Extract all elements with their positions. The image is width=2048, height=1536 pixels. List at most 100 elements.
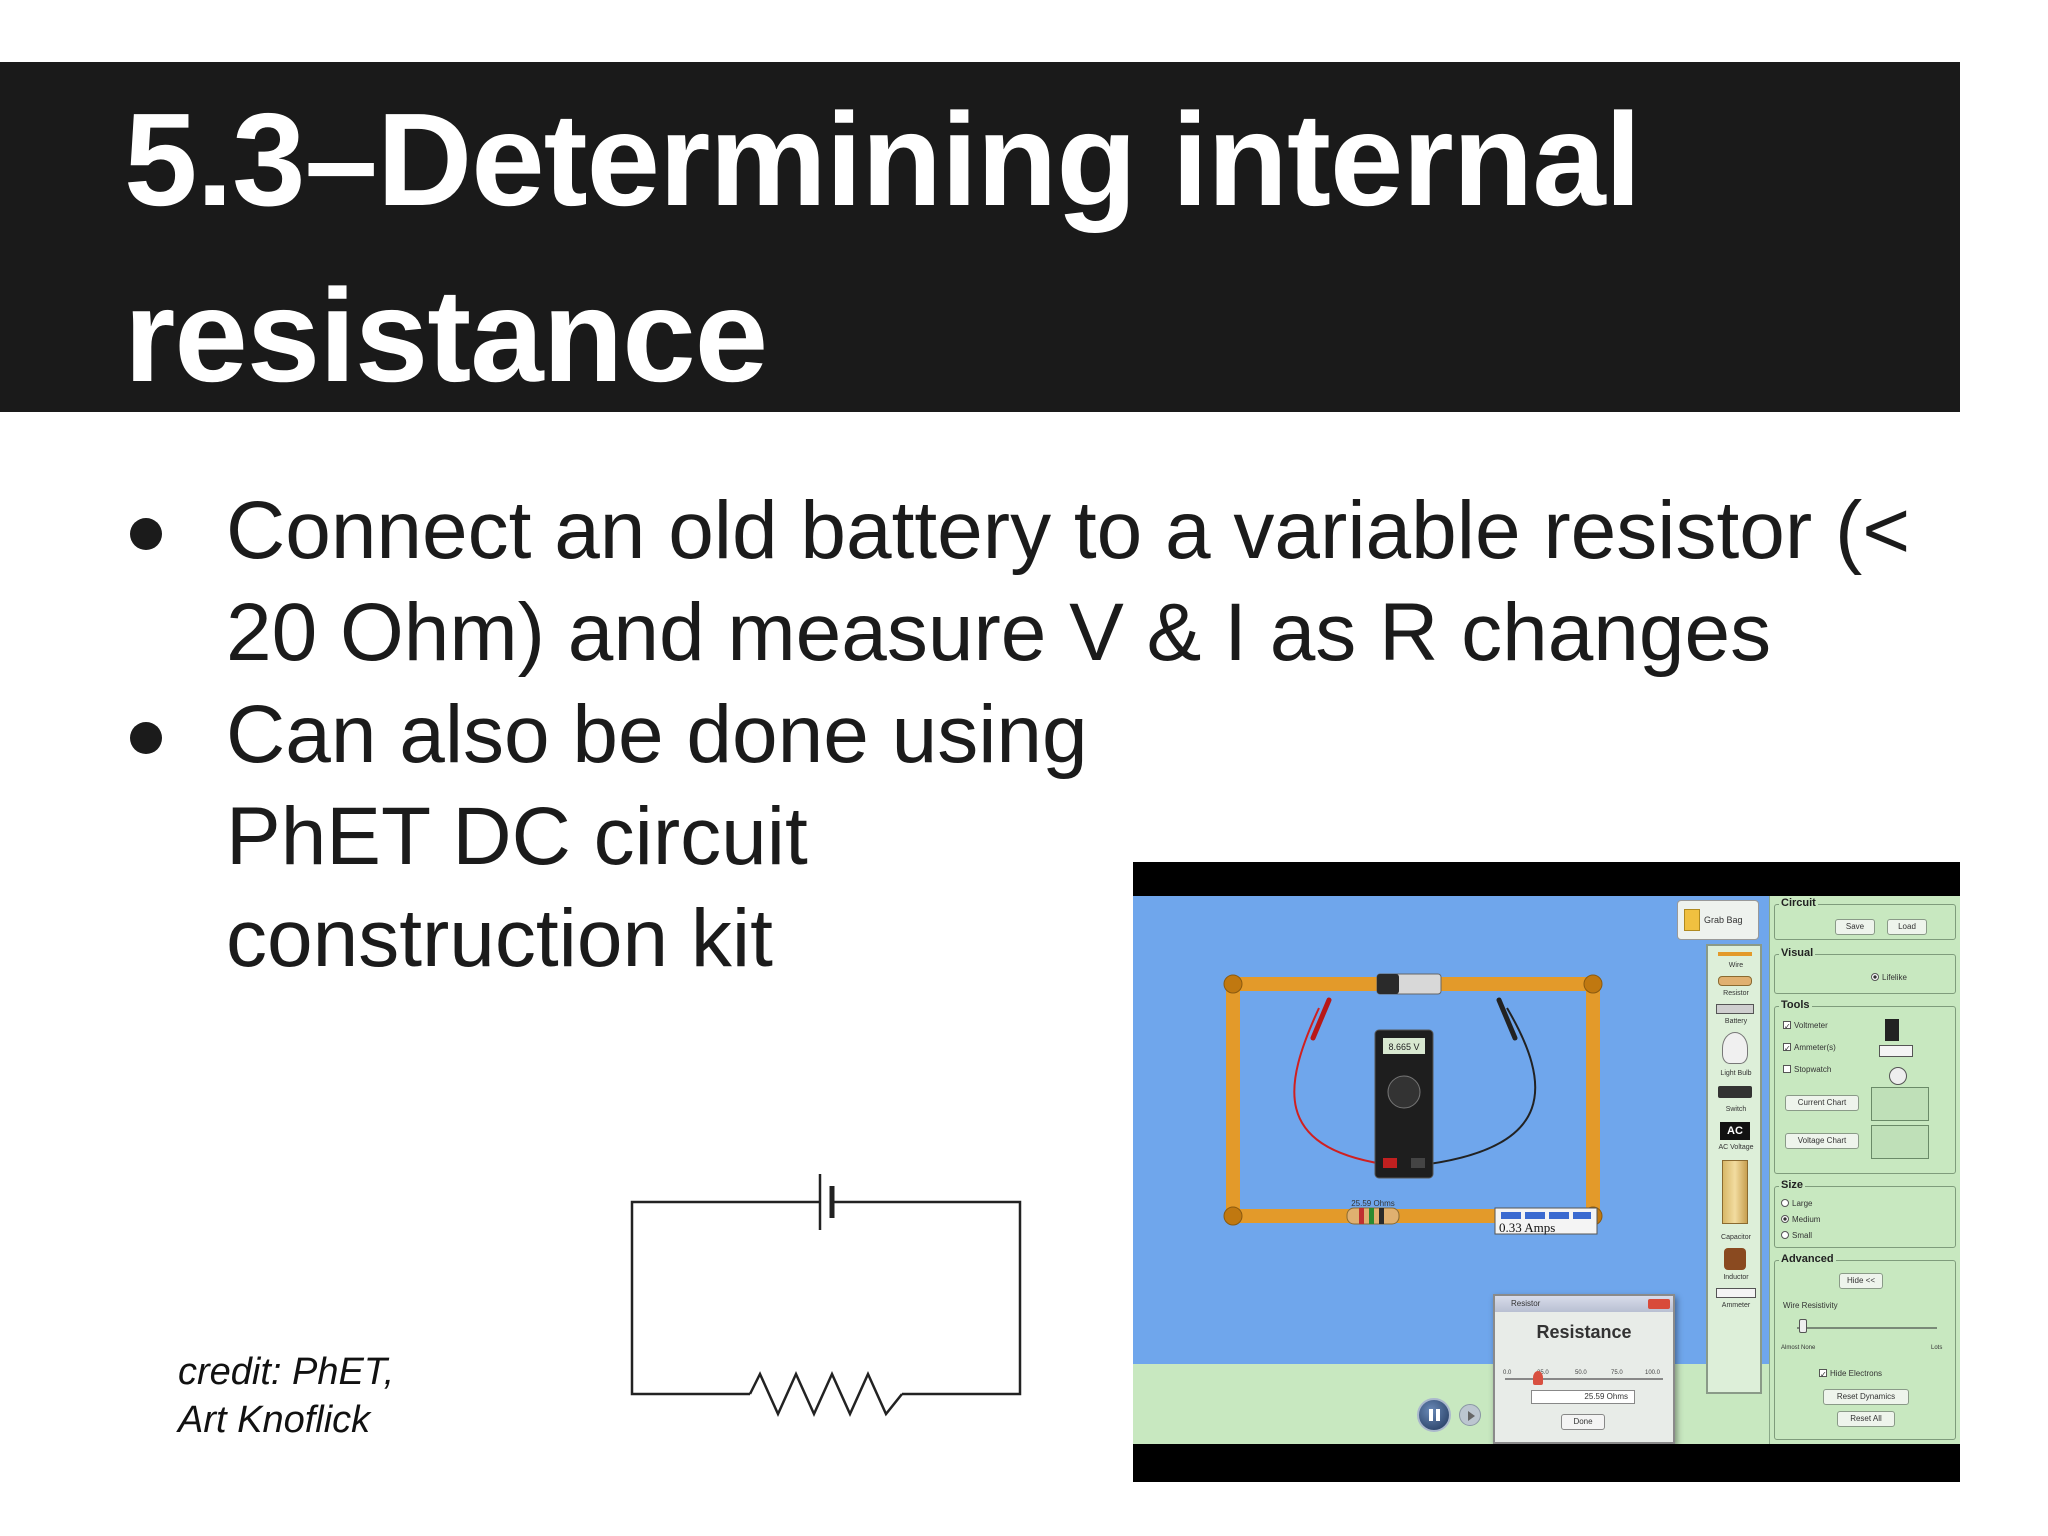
switch-icon[interactable] xyxy=(1718,1086,1752,1098)
lifelike-label: Lifelike xyxy=(1882,973,1907,982)
stopwatch-icon xyxy=(1889,1067,1907,1085)
lots-label: Lots xyxy=(1931,1345,1943,1351)
black-probe-lead xyxy=(1428,1007,1537,1165)
dialog-heading: Resistance xyxy=(1536,1322,1632,1342)
resistor-dialog: Resistor Resistance 0.0 25.0 50.0 75.0 1… xyxy=(1493,1294,1675,1444)
voltmeter-reading: 8.665 V xyxy=(1388,1042,1419,1052)
light-bulb-icon[interactable] xyxy=(1722,1032,1748,1064)
credit-note: credit: PhET, Art Knoflick xyxy=(178,1348,394,1444)
toolbox-label: Capacitor xyxy=(1721,1234,1751,1241)
resistance-slider[interactable] xyxy=(1505,1378,1663,1380)
group-title: Advanced xyxy=(1779,1253,1836,1265)
inductor-icon[interactable] xyxy=(1724,1248,1746,1270)
component-toolbox: Wire Resistor Battery Light Bulb Switch … xyxy=(1706,944,1762,1394)
size-large-label: Large xyxy=(1792,1199,1813,1208)
bullet-item: Can also be done using PhET DC circuit c… xyxy=(120,684,1130,990)
toolbox-label: Switch xyxy=(1725,1106,1747,1113)
scale-label: 50.0 xyxy=(1575,1370,1587,1376)
voltmeter-label: Voltmeter xyxy=(1794,1021,1828,1030)
advanced-group: Advanced Hide << Wire Resistivity Almost… xyxy=(1774,1253,1956,1440)
pause-button[interactable] xyxy=(1417,1398,1451,1432)
grab-bag-label: Grab Bag xyxy=(1704,915,1743,925)
title-bar xyxy=(0,62,1960,412)
bullet-text: Can also be done using PhET DC circuit c… xyxy=(226,689,1088,984)
scale-label: 0.0 xyxy=(1503,1370,1512,1376)
toolbox-label: Light Bulb xyxy=(1720,1070,1752,1077)
stopwatch-checkbox[interactable]: Stopwatch xyxy=(1783,1065,1831,1074)
voltmeter-device xyxy=(1374,1029,1434,1179)
bullet-text: Connect an old battery to a variable res… xyxy=(226,485,1911,678)
wire-icon[interactable] xyxy=(1718,952,1752,956)
wire-resistivity-label: Wire Resistivity xyxy=(1783,1301,1838,1310)
ammeter-device xyxy=(1494,1207,1598,1235)
voltmeter-mini-icon xyxy=(1885,1019,1899,1041)
hide-electrons-checkbox[interactable]: ✓Hide Electrons xyxy=(1819,1369,1883,1379)
battery-icon[interactable] xyxy=(1716,1004,1754,1014)
load-button[interactable]: Load xyxy=(1887,919,1927,935)
lifelike-radio[interactable]: Lifelike xyxy=(1871,973,1907,982)
grab-bag-button[interactable]: Grab Bag xyxy=(1677,900,1759,940)
group-title: Tools xyxy=(1779,999,1812,1011)
scale-label: 25.0 xyxy=(1537,1370,1549,1376)
size-small-radio[interactable]: Small xyxy=(1781,1231,1812,1240)
reset-all-button[interactable]: Reset All xyxy=(1837,1411,1895,1427)
scale-label: 100.0 xyxy=(1645,1370,1661,1376)
save-button[interactable]: Save xyxy=(1835,919,1875,935)
resistance-slider-knob[interactable] xyxy=(1533,1371,1543,1385)
toolbox-label: Inductor xyxy=(1723,1274,1749,1281)
slide-title: 5.3–Determining internal resistance xyxy=(124,86,1641,409)
ammeter-checkbox[interactable]: ✓Ammeter(s) xyxy=(1783,1043,1836,1053)
circuit-schematic xyxy=(630,1174,1022,1418)
resistor-label: 25.59 Ohms xyxy=(1351,1199,1395,1208)
resistor-icon[interactable] xyxy=(1718,976,1752,986)
size-medium-radio[interactable]: Medium xyxy=(1781,1215,1820,1224)
capacitor-icon[interactable] xyxy=(1722,1160,1748,1224)
voltage-chart-button[interactable]: Voltage Chart xyxy=(1785,1133,1859,1149)
scale-label: 75.0 xyxy=(1611,1370,1623,1376)
toolbox-label: Wire xyxy=(1728,962,1744,969)
schematic-wire xyxy=(832,1200,1022,1396)
resistance-unit: Ohms xyxy=(1606,1392,1628,1401)
credit-line: Art Knoflick xyxy=(178,1399,371,1441)
visual-group: Visual Lifelike xyxy=(1774,947,1956,994)
step-button[interactable] xyxy=(1459,1404,1481,1426)
toolbox-label: Ammeter xyxy=(1721,1302,1751,1309)
voltage-chart-icon xyxy=(1871,1125,1929,1159)
bullet-item: Connect an old battery to a variable res… xyxy=(120,480,1950,684)
hide-advanced-button[interactable]: Hide << xyxy=(1839,1273,1883,1289)
group-title: Size xyxy=(1779,1179,1806,1191)
red-probe-lead xyxy=(1293,1007,1384,1165)
size-large-radio[interactable]: Large xyxy=(1781,1199,1812,1208)
hide-electrons-label: Hide Electrons xyxy=(1830,1369,1883,1378)
close-icon[interactable] xyxy=(1648,1299,1670,1309)
toolbox-label: AC Voltage xyxy=(1718,1144,1754,1151)
reset-dynamics-button[interactable]: Reset Dynamics xyxy=(1823,1389,1909,1405)
credit-line: credit: PhET, xyxy=(178,1351,395,1393)
circuit-group: Circuit Save Load xyxy=(1774,897,1956,940)
resistor-component xyxy=(1346,1207,1400,1225)
resistance-value: 25.59 xyxy=(1584,1392,1605,1401)
bullet-dot-icon xyxy=(130,518,162,550)
wire-resistivity-slider[interactable] xyxy=(1797,1327,1937,1329)
bullet-dot-icon xyxy=(130,722,162,754)
battery-component xyxy=(1376,973,1442,995)
resistor-zigzag xyxy=(748,1370,903,1418)
phet-simulation-screenshot: 8.665 V 25.59 Ohms 0.33 Amps Grab Ba xyxy=(1133,862,1960,1482)
tools-group: Tools ✓Voltmeter ✓Ammeter(s) Stopwatch C… xyxy=(1774,999,1956,1174)
almost-none-label: Almost None xyxy=(1781,1345,1816,1351)
done-button[interactable]: Done xyxy=(1561,1414,1605,1430)
current-chart-button[interactable]: Current Chart xyxy=(1785,1095,1859,1111)
resistance-value-field[interactable]: 25.59 Ohms xyxy=(1531,1390,1635,1404)
ac-voltage-icon[interactable]: AC xyxy=(1720,1122,1750,1140)
ammeter-icon[interactable] xyxy=(1716,1288,1756,1298)
dialog-title-bar[interactable]: Resistor xyxy=(1495,1296,1673,1312)
size-medium-label: Medium xyxy=(1792,1215,1821,1224)
group-title: Circuit xyxy=(1779,897,1818,909)
control-panel: Circuit Save Load Visual Lifelike Tools … xyxy=(1769,896,1960,1444)
voltmeter-checkbox[interactable]: ✓Voltmeter xyxy=(1783,1021,1828,1031)
ammeter-reading: 0.33 Amps xyxy=(1499,1220,1555,1235)
group-title: Visual xyxy=(1779,947,1816,959)
schematic-wire xyxy=(630,1200,820,1396)
wire-resistivity-knob[interactable] xyxy=(1799,1319,1807,1333)
bullet-list: Connect an old battery to a variable res… xyxy=(120,480,1950,990)
